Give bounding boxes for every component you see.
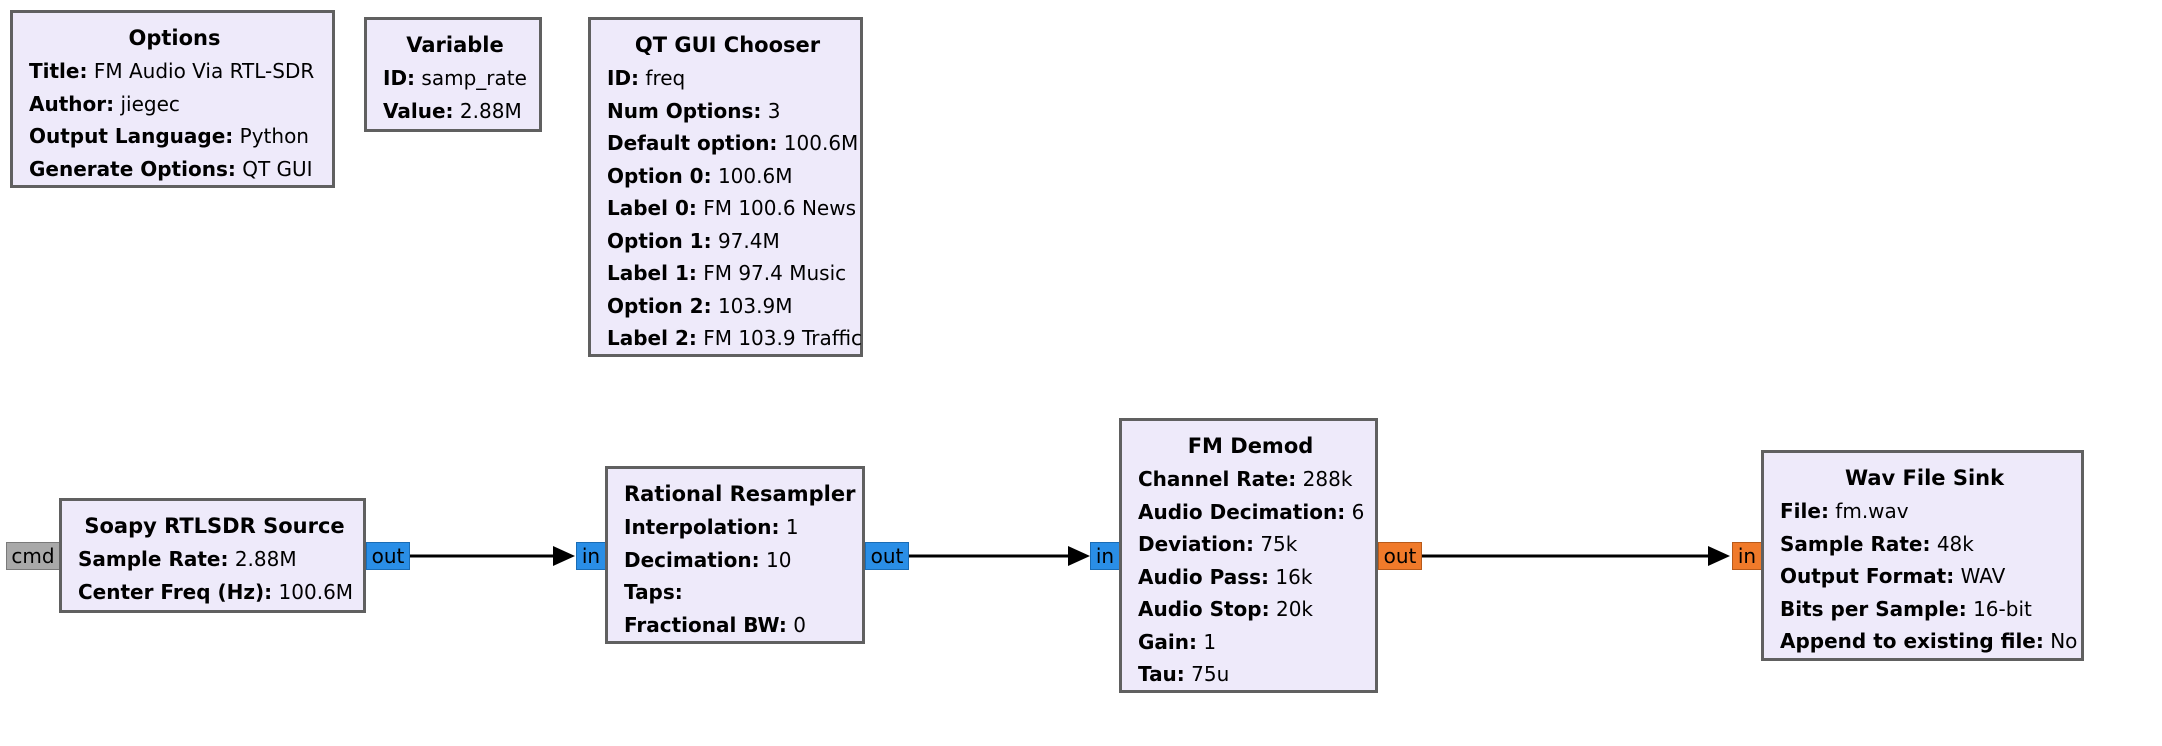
- param-label-2: Label 2: FM 103.9 Traffic: [607, 326, 863, 350]
- param-author: Author: jiegec: [29, 91, 180, 116]
- param-option-0: Option 0: 100.6M: [607, 163, 793, 188]
- param-generate-options: Generate Options: QT GUI: [29, 156, 313, 181]
- block-title: Wav File Sink: [1844, 466, 2005, 490]
- param-id: ID: freq: [607, 66, 686, 90]
- param-title: Title: FM Audio Via RTL-SDR: [29, 59, 315, 83]
- out-port[interactable]: out: [366, 542, 410, 570]
- param-audio-pass: Audio Pass: 16k: [1138, 564, 1313, 589]
- param-default-option: Default option: 100.6M: [607, 131, 859, 155]
- param-num-options: Num Options: 3: [607, 98, 781, 123]
- in-port[interactable]: in: [1732, 542, 1762, 570]
- wav-file-sink-block[interactable]: Wav File Sink File: fm.wav Sample Rate: …: [1761, 450, 2084, 661]
- param-audio-decimation: Audio Decimation: 6: [1138, 499, 1365, 524]
- param-append-to-existing-file: Append to existing file: No: [1780, 629, 2078, 653]
- param-option-1: Option 1: 97.4M: [607, 228, 780, 253]
- block-title: Soapy RTLSDR Source: [84, 514, 345, 538]
- param-id: ID: samp_rate: [383, 66, 527, 90]
- options-block[interactable]: Options Title: FM Audio Via RTL-SDR Auth…: [10, 10, 335, 188]
- wire-demod-to-sink[interactable]: [1418, 546, 1730, 566]
- rational-resampler-block[interactable]: Rational Resampler Interpolation: 1 Deci…: [605, 466, 865, 644]
- wire-source-to-resampler[interactable]: [410, 546, 575, 566]
- param-sample-rate: Sample Rate: 48k: [1780, 531, 1974, 556]
- param-option-2: Option 2: 103.9M: [607, 293, 793, 318]
- param-value: Value: 2.88M: [383, 98, 522, 123]
- param-deviation: Deviation: 75k: [1138, 532, 1298, 556]
- block-title: Options: [128, 26, 221, 50]
- cmd-port[interactable]: cmd: [6, 542, 60, 570]
- param-tau: Tau: 75u: [1138, 662, 1230, 686]
- in-port[interactable]: in: [1090, 542, 1120, 570]
- block-title: FM Demod: [1187, 434, 1314, 458]
- variable-block[interactable]: Variable ID: samp_rate Value: 2.88M: [364, 17, 542, 132]
- qt-gui-chooser-block[interactable]: QT GUI Chooser ID: freq Num Options: 3 D…: [588, 17, 863, 357]
- fm-demod-block[interactable]: FM Demod Channel Rate: 288k Audio Decima…: [1119, 418, 1378, 693]
- param-output-format: Output Format: WAV: [1780, 564, 2006, 588]
- param-channel-rate: Channel Rate: 288k: [1138, 467, 1353, 491]
- param-sample-rate: Sample Rate: 2.88M: [78, 547, 297, 571]
- param-gain: Gain: 1: [1138, 629, 1217, 654]
- param-fractional-bw: Fractional BW: 0: [624, 612, 806, 637]
- param-center-freq: Center Freq (Hz): 100.6M: [78, 579, 354, 604]
- out-port[interactable]: out: [865, 542, 909, 570]
- block-title: Rational Resampler: [624, 482, 856, 506]
- param-label-1: Label 1: FM 97.4 Music: [607, 261, 847, 285]
- in-port[interactable]: in: [576, 542, 606, 570]
- param-interpolation: Interpolation: 1: [624, 515, 799, 539]
- wire-resampler-to-demod[interactable]: [908, 546, 1090, 566]
- param-decimation: Decimation: 10: [624, 547, 792, 572]
- param-taps: Taps:: [624, 580, 683, 604]
- param-bits-per-sample: Bits per Sample: 16-bit: [1780, 596, 2032, 621]
- param-audio-stop: Audio Stop: 20k: [1138, 597, 1314, 621]
- param-file: File: fm.wav: [1780, 499, 1909, 523]
- block-title: QT GUI Chooser: [634, 33, 821, 57]
- soapy-rtlsdr-source-block[interactable]: Soapy RTLSDR Source Sample Rate: 2.88M C…: [59, 498, 366, 613]
- block-title: Variable: [406, 33, 504, 57]
- out-port[interactable]: out: [1378, 542, 1422, 570]
- param-output-language: Output Language: Python: [29, 124, 309, 148]
- param-label-0: Label 0: FM 100.6 News: [607, 196, 856, 220]
